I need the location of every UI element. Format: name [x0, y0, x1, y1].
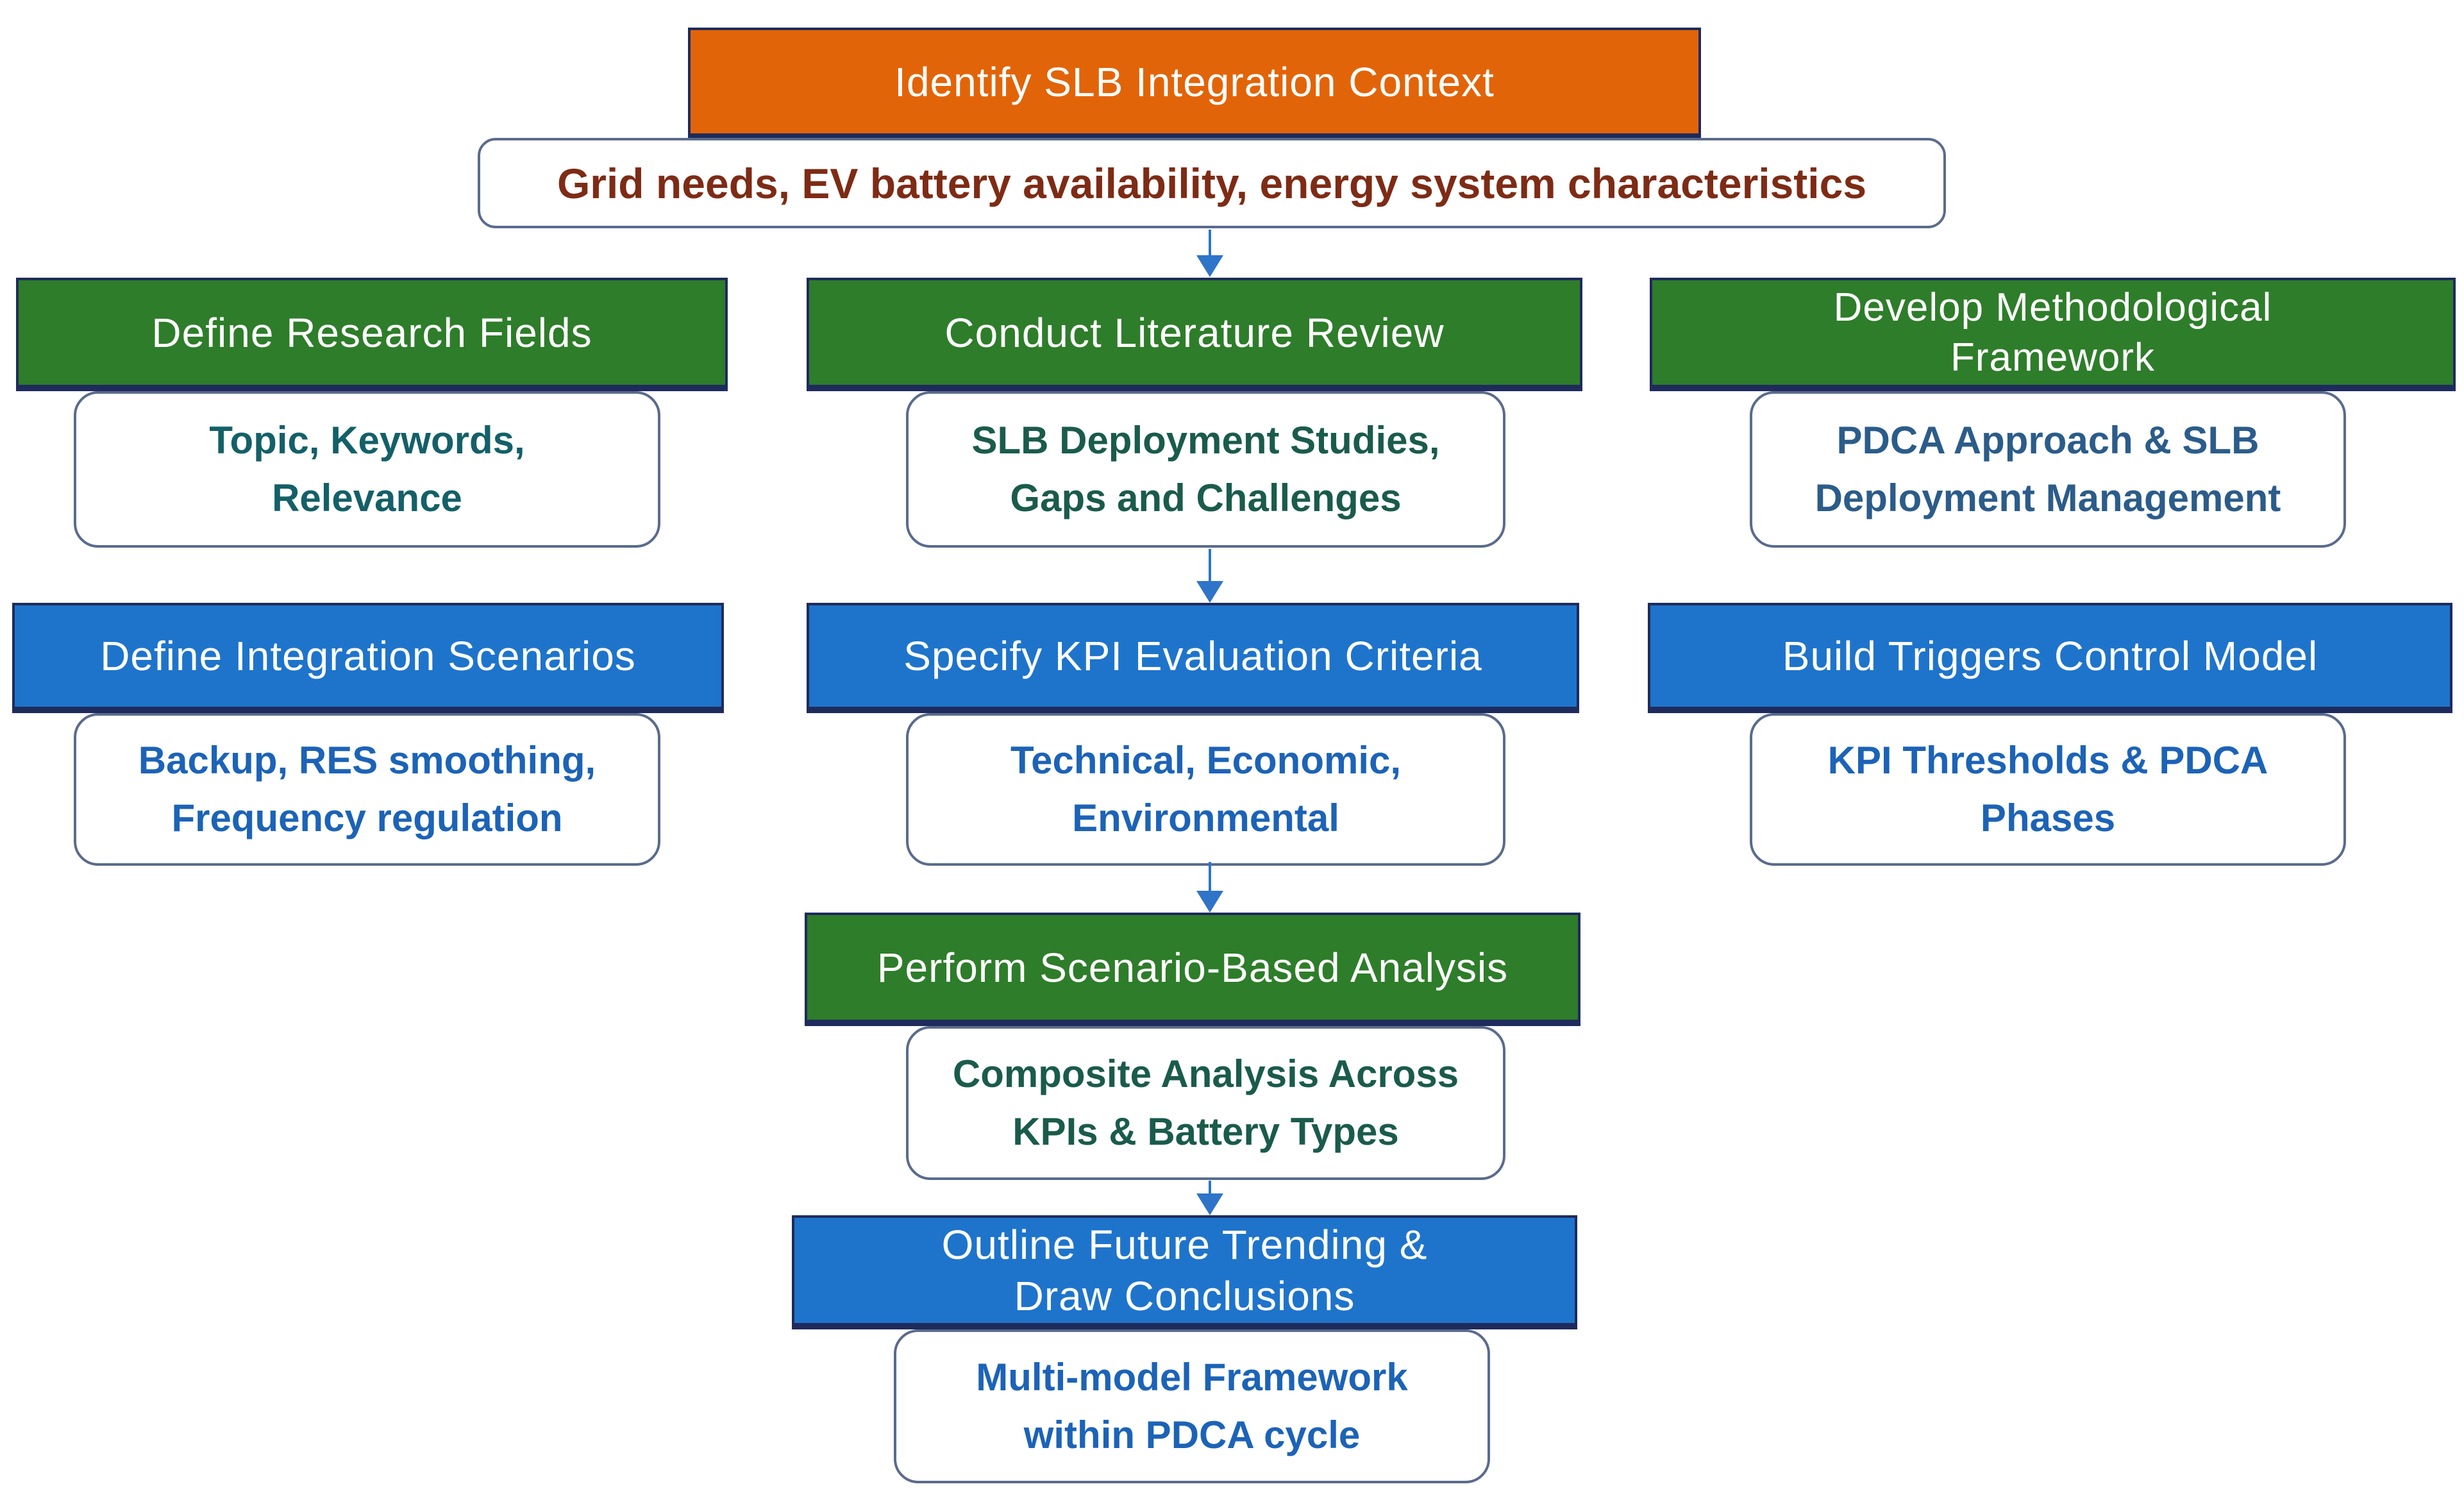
detail-line: Composite Analysis Across: [952, 1052, 1459, 1095]
detail-line: Backup, RES smoothing,: [138, 739, 596, 782]
step-define-research-fields-header: Define Research Fields: [16, 278, 728, 391]
header-line: Framework: [1950, 335, 2156, 380]
step-scenario-analysis-label: Perform Scenario-Based Analysis: [876, 944, 1509, 991]
step-identify-context-detail-text: Grid needs, EV battery availability, ene…: [557, 159, 1867, 207]
step-define-research-fields-label: Define Research Fields: [151, 309, 592, 356]
detail-line: Environmental: [1072, 796, 1339, 839]
step-build-triggers-model-detail: KPI Thresholds & PDCA Phases: [1750, 713, 2346, 866]
step-define-integration-scenarios-header: Define Integration Scenarios: [12, 603, 724, 713]
detail-line: Gaps and Challenges: [1010, 476, 1402, 519]
header-line: Develop Methodological: [1833, 285, 2272, 330]
step-specify-kpi-criteria-detail: Technical, Economic, Environmental: [906, 713, 1505, 866]
step-develop-framework-header: Develop Methodological Framework: [1650, 278, 2456, 391]
step-scenario-analysis-detail: Composite Analysis Across KPIs & Battery…: [906, 1026, 1505, 1180]
header-line: Draw Conclusions: [1014, 1273, 1355, 1319]
step-build-triggers-model-header: Build Triggers Control Model: [1648, 603, 2452, 713]
flow-arrow-2: [1209, 549, 1211, 581]
detail-line: KPIs & Battery Types: [1012, 1110, 1399, 1153]
step-identify-context-label: Identify SLB Integration Context: [894, 58, 1495, 105]
step-define-research-fields-detail: Topic, Keywords, Relevance: [74, 391, 660, 548]
step-identify-context-header: Identify SLB Integration Context: [688, 28, 1701, 140]
detail-line: within PDCA cycle: [1023, 1413, 1361, 1456]
step-specify-kpi-criteria-header: Specify KPI Evaluation Criteria: [807, 603, 1579, 713]
detail-line: Technical, Economic,: [1010, 739, 1402, 782]
step-develop-framework-detail: PDCA Approach & SLB Deployment Managemen…: [1750, 391, 2346, 548]
detail-line: Phases: [1980, 796, 2116, 839]
detail-line: Topic, Keywords,: [209, 419, 525, 462]
detail-line: KPI Thresholds & PDCA: [1827, 739, 2268, 782]
detail-line: PDCA Approach & SLB: [1836, 419, 2259, 462]
detail-line: Deployment Management: [1814, 476, 2281, 519]
flow-arrow-1: [1209, 230, 1211, 255]
step-future-trending-detail: Multi-model Framework within PDCA cycle: [894, 1329, 1490, 1483]
flow-arrow-4: [1209, 1181, 1211, 1193]
flow-arrow-3: [1209, 862, 1211, 891]
step-conduct-literature-review-label: Conduct Literature Review: [944, 309, 1445, 356]
step-specify-kpi-criteria-label: Specify KPI Evaluation Criteria: [903, 633, 1482, 679]
detail-line: Frequency regulation: [171, 796, 563, 839]
header-line: Outline Future Trending &: [941, 1222, 1428, 1268]
step-define-integration-scenarios-detail: Backup, RES smoothing, Frequency regulat…: [74, 713, 660, 866]
step-identify-context-detail: Grid needs, EV battery availability, ene…: [478, 138, 1946, 228]
detail-line: SLB Deployment Studies,: [971, 419, 1440, 462]
step-scenario-analysis-header: Perform Scenario-Based Analysis: [805, 913, 1580, 1026]
detail-line: Relevance: [272, 476, 462, 519]
step-conduct-literature-review-detail: SLB Deployment Studies, Gaps and Challen…: [906, 391, 1505, 548]
step-build-triggers-model-label: Build Triggers Control Model: [1782, 633, 2318, 679]
step-conduct-literature-review-header: Conduct Literature Review: [807, 278, 1582, 391]
step-future-trending-header: Outline Future Trending & Draw Conclusio…: [792, 1215, 1577, 1329]
step-define-integration-scenarios-label: Define Integration Scenarios: [100, 633, 636, 679]
detail-line: Multi-model Framework: [976, 1356, 1408, 1399]
